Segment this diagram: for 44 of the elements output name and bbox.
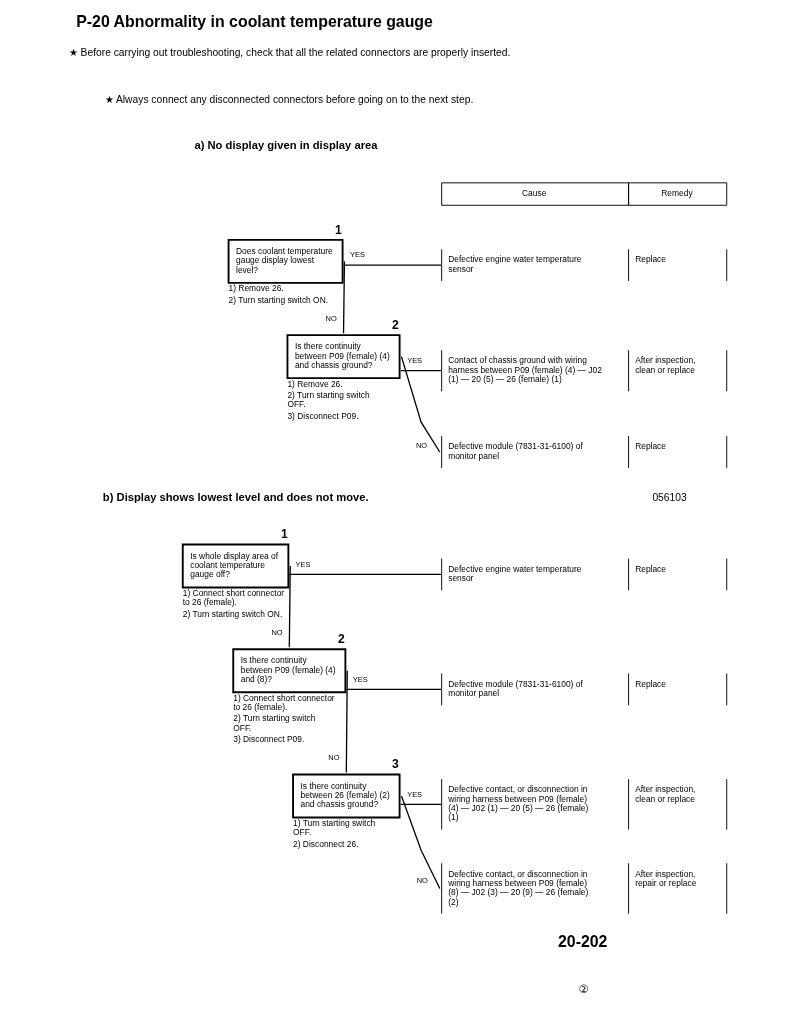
label: Remedy: [660, 188, 693, 199]
node-label: 1) Connect short connector to 26 (female).: [232, 692, 335, 713]
edge-label: YES: [294, 559, 310, 569]
node-label: 2) Turn starting switch ON.: [228, 294, 328, 305]
node-label: 1) Connect short connector to 26 (female).: [182, 588, 284, 608]
node-label: 2: [337, 632, 345, 647]
label: 056103: [651, 492, 687, 504]
edge-label: YES: [406, 355, 422, 365]
label: b) Display shows lowest level and does not move.: [102, 490, 369, 503]
node-text: Defective engine water temperature sensor Replace: [447, 563, 666, 584]
edge-label: NO: [327, 752, 340, 762]
label: a) No display given in display area: [193, 139, 377, 152]
node-label: 2) Turn starting switch ON.: [182, 608, 282, 619]
label: 20-202: [557, 932, 607, 950]
node-text: Contact of chassis ground with wiring harness between P09 (female) (4) — J02 (1) — 20 (5) — 26 (female) (1) After inspection, clean or replace: [447, 355, 695, 385]
node-label: 1) Remove 26.: [286, 378, 343, 389]
diagram-title: P-20 Abnormality in coolant temperature gauge: [75, 13, 433, 31]
edge-label: YES: [349, 250, 365, 260]
node-label: 1) Turn starting switch OFF.: [292, 818, 375, 838]
node-text: Defective module (7831-31-6100) of monitor panel Replace: [447, 441, 666, 461]
node-label: 3) Disconnect P09.: [232, 733, 304, 744]
label: ★ Always connect any disconnected connectors before going on to the next step.: [104, 94, 473, 106]
label: ②: [578, 983, 589, 997]
node-label: 3: [391, 757, 399, 772]
node-label: 1: [334, 222, 342, 237]
node-label: 2) Disconnect 26.: [292, 838, 358, 849]
node-text: Defective engine water temperature sensor Replace: [447, 254, 666, 274]
node-text: Defective module (7831-31-6100) of monitor panel Replace: [447, 678, 666, 699]
node-text: Defective contact, or disconnection in wiring harness between P09 (female) (4) — J02 (1) — 20 (5) — 26 (female) (1) After inspection, clean or replace: [447, 784, 695, 823]
edge-label: NO: [416, 875, 428, 885]
edge-label: YES: [406, 789, 422, 799]
node-label: 2) Turn starting switch OFF.: [286, 390, 370, 410]
edge-label: NO: [415, 441, 427, 451]
node-label: 3) Disconnect P09.: [286, 410, 358, 421]
label: ★ Before carrying out troubleshooting, check that all the related connectors are properly inserted.: [68, 47, 510, 59]
edge-label: NO: [270, 627, 283, 637]
edge-label: NO: [325, 313, 337, 323]
edge-label: YES: [352, 674, 368, 684]
label: Cause: [521, 188, 546, 199]
node-label: 2) Turn starting switch OFF.: [232, 713, 315, 733]
node-label: 1) Remove 26.: [228, 283, 284, 294]
node-label: 2: [391, 318, 399, 333]
node-label: 1: [280, 527, 288, 542]
node-text: Defective contact, or disconnection in wiring harness between P09 (female) (8) — J02 (3) — 20 (9) — 26 (female) (2) After inspection, repair or replace: [447, 868, 696, 907]
